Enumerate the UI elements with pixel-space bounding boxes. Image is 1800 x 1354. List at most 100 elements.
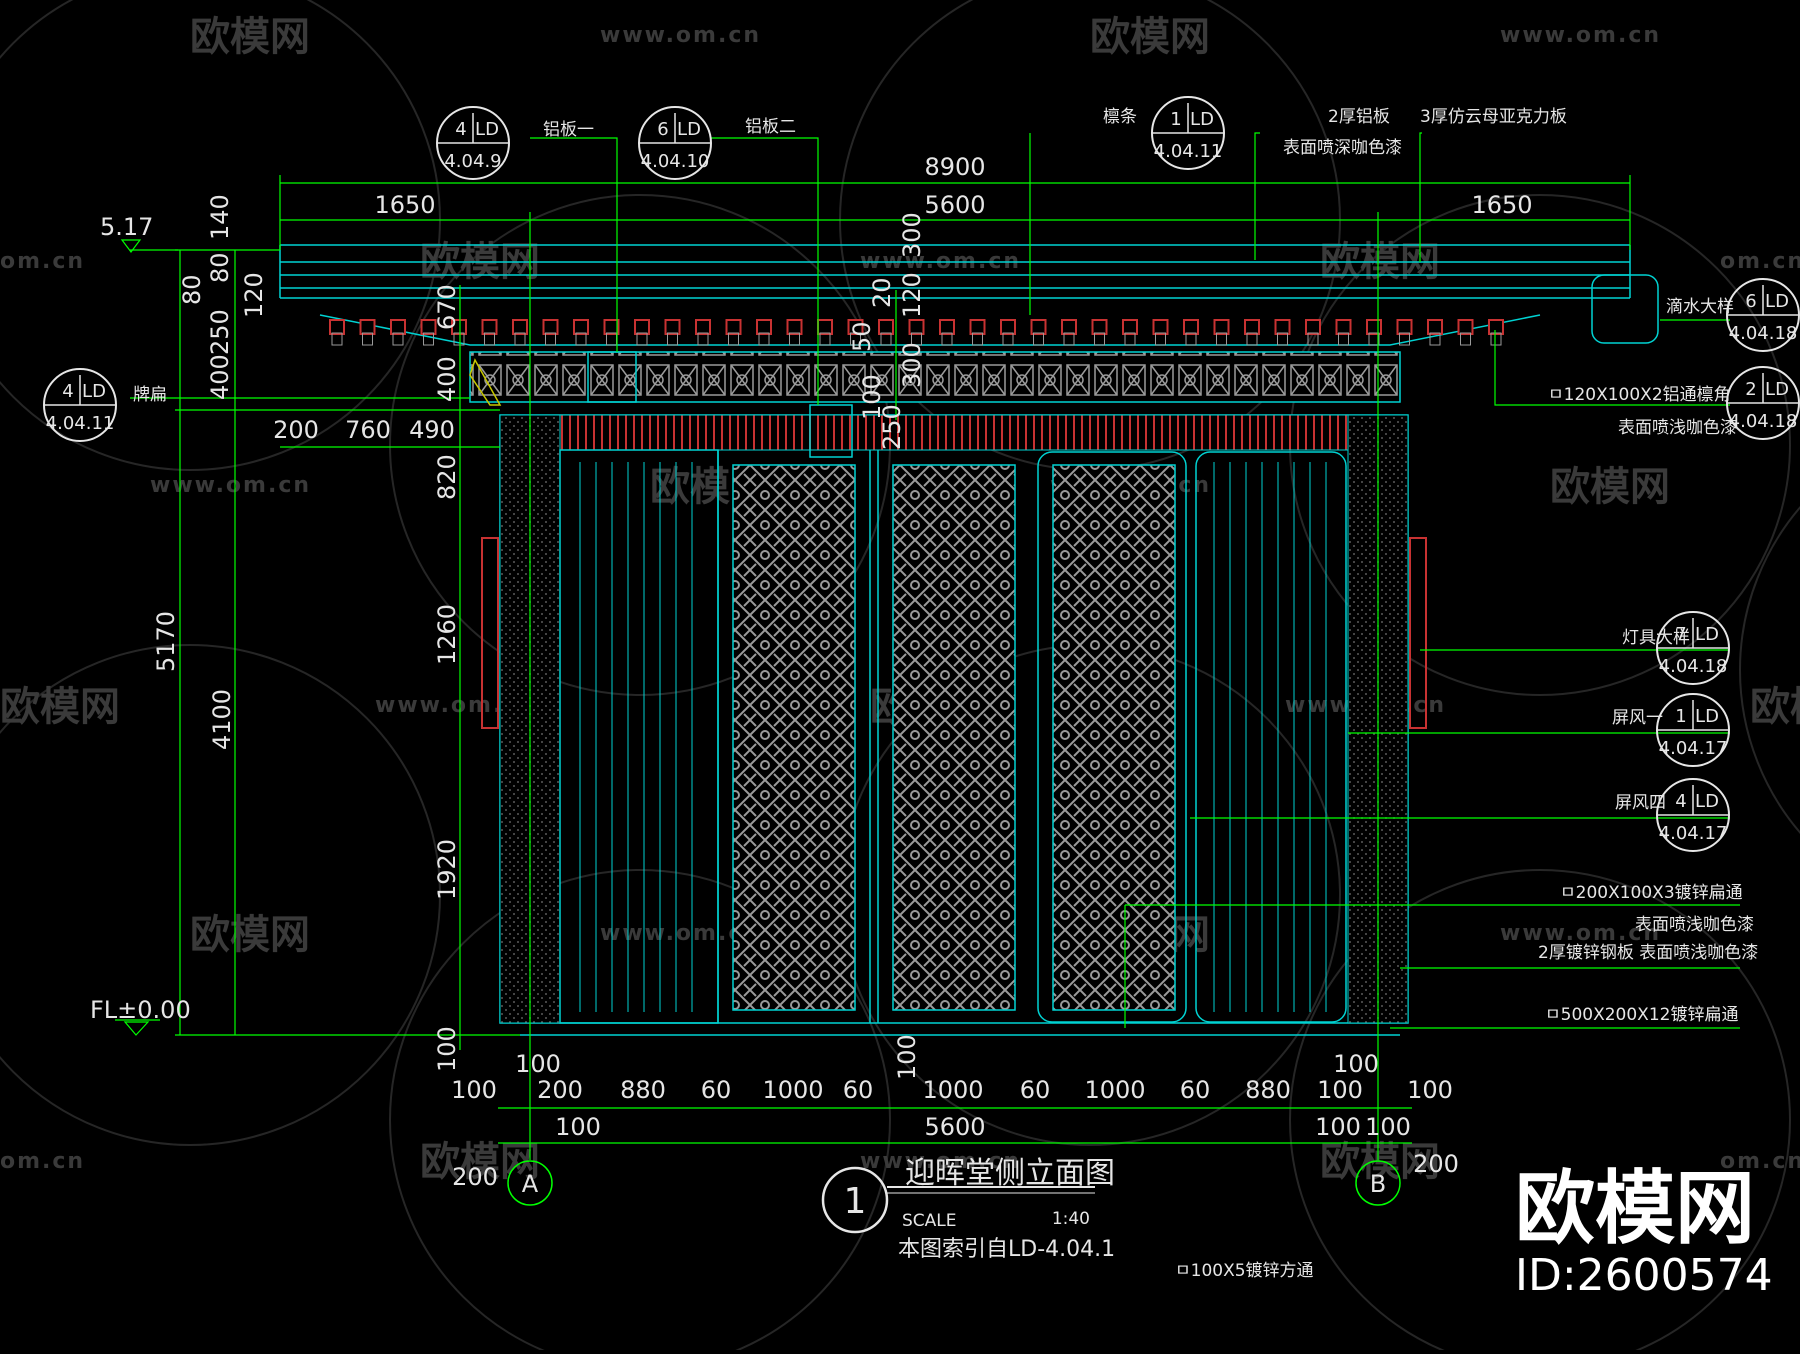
callout-number: 1: [1675, 706, 1686, 727]
axis-a: A: [522, 1170, 539, 1198]
dim-left: 1650: [374, 191, 435, 219]
callout-number: 4: [1675, 791, 1686, 812]
dim-h: 880: [1245, 1076, 1291, 1104]
callout-code: LD: [1695, 706, 1719, 727]
rafter-row: [329, 319, 1504, 346]
rafter-end: [1122, 319, 1138, 335]
note-alum2: 2厚铝板: [1328, 107, 1390, 127]
dim-v: 1260: [433, 604, 461, 665]
watermark-brand: 欧模网: [0, 684, 120, 730]
callout-bubble: 4 LD 4.04.17: [1656, 778, 1730, 852]
rafter-end: [1274, 319, 1291, 335]
dim-h: 100: [1333, 1050, 1379, 1078]
watermark-brand: 欧模网: [1750, 684, 1800, 730]
scale-value: 1:40: [1052, 1209, 1090, 1229]
callout-sheet: 4.04.18: [1729, 411, 1798, 432]
rafter-end: [969, 319, 986, 335]
rafter-end: [1213, 319, 1230, 335]
rafter-end: [1396, 319, 1413, 335]
rafter-end: [390, 319, 406, 335]
leader-lines: [130, 132, 1740, 1029]
dim-v: 1920: [433, 839, 461, 900]
frieze-panel: [469, 351, 1401, 403]
dim-h: 200: [273, 416, 319, 444]
callout-code: LD: [82, 381, 106, 402]
dim-h: 100: [1407, 1076, 1453, 1104]
callout-code: LD: [1695, 791, 1719, 812]
callout-sheet: 4.04.10: [641, 151, 710, 172]
note-alum2-finish: 表面喷深咖色漆: [1283, 138, 1402, 158]
dim-h: 760: [345, 416, 391, 444]
callout-code: LD: [475, 119, 499, 140]
title-text: 迎晖堂侧立面图: [905, 1156, 1115, 1191]
lamp-left: [481, 537, 499, 729]
dim-v: 50: [848, 321, 876, 352]
dim-v: 300: [898, 342, 926, 388]
callout-sheet: 4.04.11: [46, 413, 115, 434]
dim-v: 250: [878, 404, 906, 450]
watermark-url: www.om.cn: [1500, 23, 1661, 48]
lattice-panel-1: [732, 464, 856, 1011]
watermark-url: www.om.cn: [150, 473, 311, 498]
watermark-url: www.om.cn: [860, 1149, 1021, 1174]
note-purlin-finish: 表面喷浅咖色漆: [1618, 418, 1737, 438]
note-plate2: 2厚镀锌钢板 表面喷浅咖色漆: [1538, 943, 1758, 963]
scale-label: SCALE: [902, 1211, 957, 1231]
rafter-end: [1427, 319, 1443, 335]
dim-h: 200: [1413, 1150, 1459, 1178]
label-screen-4: 屏风四: [1615, 793, 1666, 813]
dim-total-height: 5170: [152, 611, 180, 672]
vertical-slats: [579, 462, 693, 1012]
note-steel500: ㅁ500X200X12镀锌扁通: [1545, 1005, 1738, 1025]
rafter-end: [756, 319, 772, 335]
rafter-end: [420, 319, 437, 335]
note-steel200-finish: 表面喷浅咖色漆: [1635, 915, 1754, 935]
label-alum-1: 铝板一: [543, 120, 594, 140]
label-lamp: 灯具大样: [1622, 628, 1690, 648]
rafter-end: [878, 319, 894, 335]
rafter-end: [1335, 319, 1352, 335]
dim-v: 400: [433, 356, 461, 402]
rafter-end: [1091, 319, 1108, 335]
dim-h: 200: [452, 1163, 498, 1191]
dimension-texts: 8900 5600 1650 1650 140 80 80 120 250 40…: [152, 153, 1533, 1191]
label-plaque: 牌扁: [133, 385, 167, 405]
dim-h: 60: [701, 1076, 732, 1104]
label-purlin: 檩条: [1103, 107, 1137, 127]
dim-v: 120: [898, 272, 926, 318]
dim-h: 60: [843, 1076, 874, 1104]
brand-name: 欧模网: [1515, 1162, 1755, 1255]
rafter-end: [512, 319, 528, 335]
title-ref: 本图索引自LD-4.04.1: [898, 1237, 1115, 1262]
elevation-floor: FL±0.00: [90, 996, 191, 1024]
rafter-end: [847, 319, 864, 335]
roof: [279, 244, 1659, 406]
lattice-panel-3: [1052, 464, 1176, 1011]
drip-detail: [1591, 274, 1659, 344]
callout-sheet: 4.04.17: [1659, 823, 1728, 844]
dim-v: 100: [893, 1034, 921, 1080]
dim-h: 100: [515, 1050, 561, 1078]
brand-mark: 欧模网 ID:2600574: [1515, 1162, 1773, 1301]
drawing-title: 1 迎晖堂侧立面图 SCALE 1:40 本图索引自LD-4.04.1: [821, 1156, 1115, 1262]
facade: [481, 404, 1427, 1036]
callout-code: LD: [1695, 624, 1719, 645]
rafter-end: [939, 319, 955, 335]
vertical-slats: [1213, 462, 1327, 1012]
watermark-brand: 欧模网: [1090, 14, 1210, 60]
watermark-url: om.cn: [1720, 249, 1800, 274]
callout-code: LD: [1190, 109, 1214, 130]
watermark-layer: 欧模网 www.om.cn 欧模网 www.om.cn om.cn 欧模网 ww…: [0, 14, 1800, 1185]
dim-v: 80: [178, 274, 206, 305]
rafter-end: [1488, 319, 1504, 335]
label-alum-2: 铝板二: [745, 117, 796, 137]
callout-number: 6: [1745, 291, 1756, 312]
rafter-end: [786, 319, 803, 335]
callout-number: 1: [1170, 109, 1181, 130]
callout-sheet: 4.04.17: [1659, 738, 1728, 759]
